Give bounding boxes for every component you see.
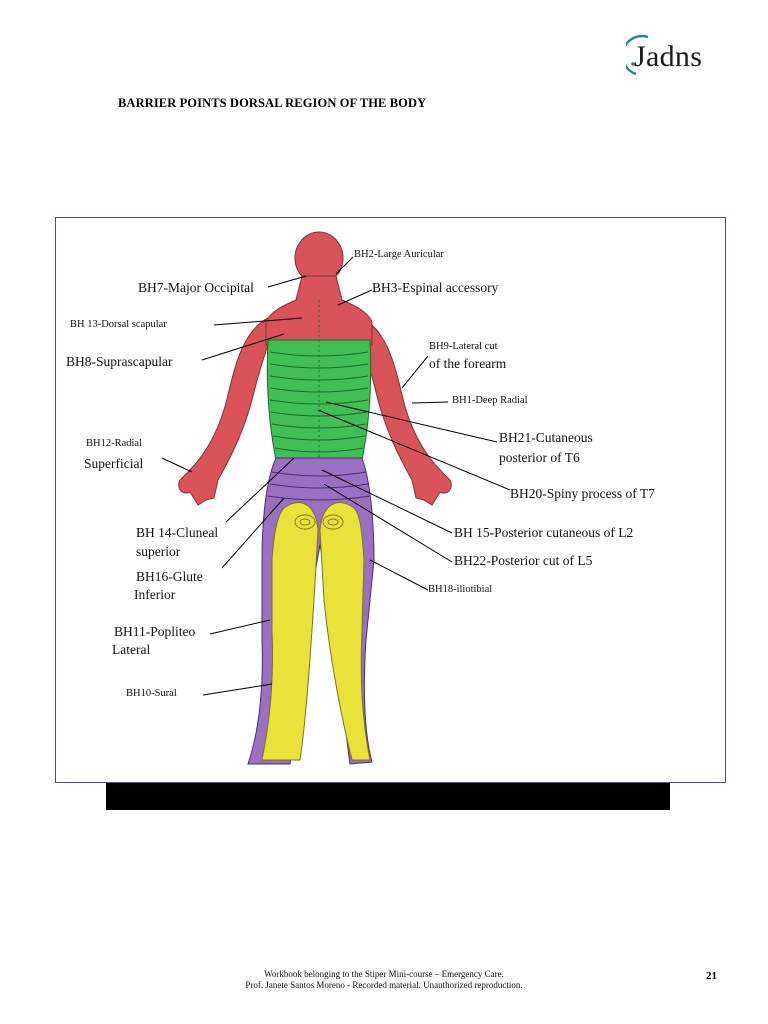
back-region bbox=[266, 300, 372, 490]
label-bh1: BH1-Deep Radial bbox=[452, 395, 528, 406]
legs-region bbox=[261, 502, 371, 761]
label-bh21-line1: BH21-Cutaneous bbox=[499, 430, 593, 445]
label-bh12-line2: Superficial bbox=[84, 456, 144, 471]
label-bh13: BH 13-Dorsal scapular bbox=[70, 319, 167, 330]
page-number: 21 bbox=[706, 970, 717, 982]
label-bh12-line1: BH12-Radial bbox=[86, 438, 142, 449]
label-bh16-line2: Inferior bbox=[134, 587, 176, 602]
footer-line-1: Workbook belonging to the Stiper Mini-co… bbox=[264, 969, 504, 979]
label-bh21-line2: posterior of T6 bbox=[499, 450, 580, 465]
label-bh15: BH 15-Posterior cutaneous of L2 bbox=[454, 525, 634, 540]
label-bh14-line1: BH 14-Cluneal bbox=[136, 525, 219, 540]
figure-frame bbox=[55, 217, 726, 783]
arms bbox=[178, 317, 452, 506]
black-bar bbox=[106, 783, 670, 810]
label-bh2: BH2-Large Auricular bbox=[354, 249, 444, 260]
pointer-lines bbox=[161, 256, 511, 696]
page-title: BARRIER POINTS DORSAL REGION OF THE BODY bbox=[118, 96, 427, 110]
logo-arc-icon bbox=[626, 34, 649, 76]
label-bh22: BH22-Posterior cut of L5 bbox=[454, 553, 593, 568]
label-bh11-line1: BH11-Popliteo bbox=[114, 624, 196, 639]
label-bh20: BH20-Spiny process of T7 bbox=[510, 486, 655, 501]
label-bh9-line1: BH9-Lateral cut bbox=[429, 341, 498, 352]
label-bh14-line2: superior bbox=[136, 544, 181, 559]
label-bh9-line2: of the forearm bbox=[429, 356, 507, 371]
label-bh7: BH7-Major Occipital bbox=[138, 280, 254, 295]
footer: Workbook belonging to the Stiper Mini-co… bbox=[0, 969, 768, 991]
logo-text: Jadns bbox=[634, 40, 703, 73]
brand-logo: Jadns bbox=[626, 34, 736, 78]
label-bh16-line1: BH16-Glute bbox=[136, 569, 203, 584]
label-bh11-line2: Lateral bbox=[112, 642, 151, 657]
footer-line-2: Prof. Janete Santos Moreno - Recorded ma… bbox=[245, 980, 523, 990]
label-bh3: BH3-Espinal accessory bbox=[372, 280, 499, 295]
label-bh18: BH18-iliotibial bbox=[428, 584, 493, 595]
label-bh8: BH8-Suprascapular bbox=[66, 354, 173, 369]
gluteal-rings bbox=[294, 514, 344, 530]
label-bh10: BH10-Sural bbox=[126, 688, 177, 699]
